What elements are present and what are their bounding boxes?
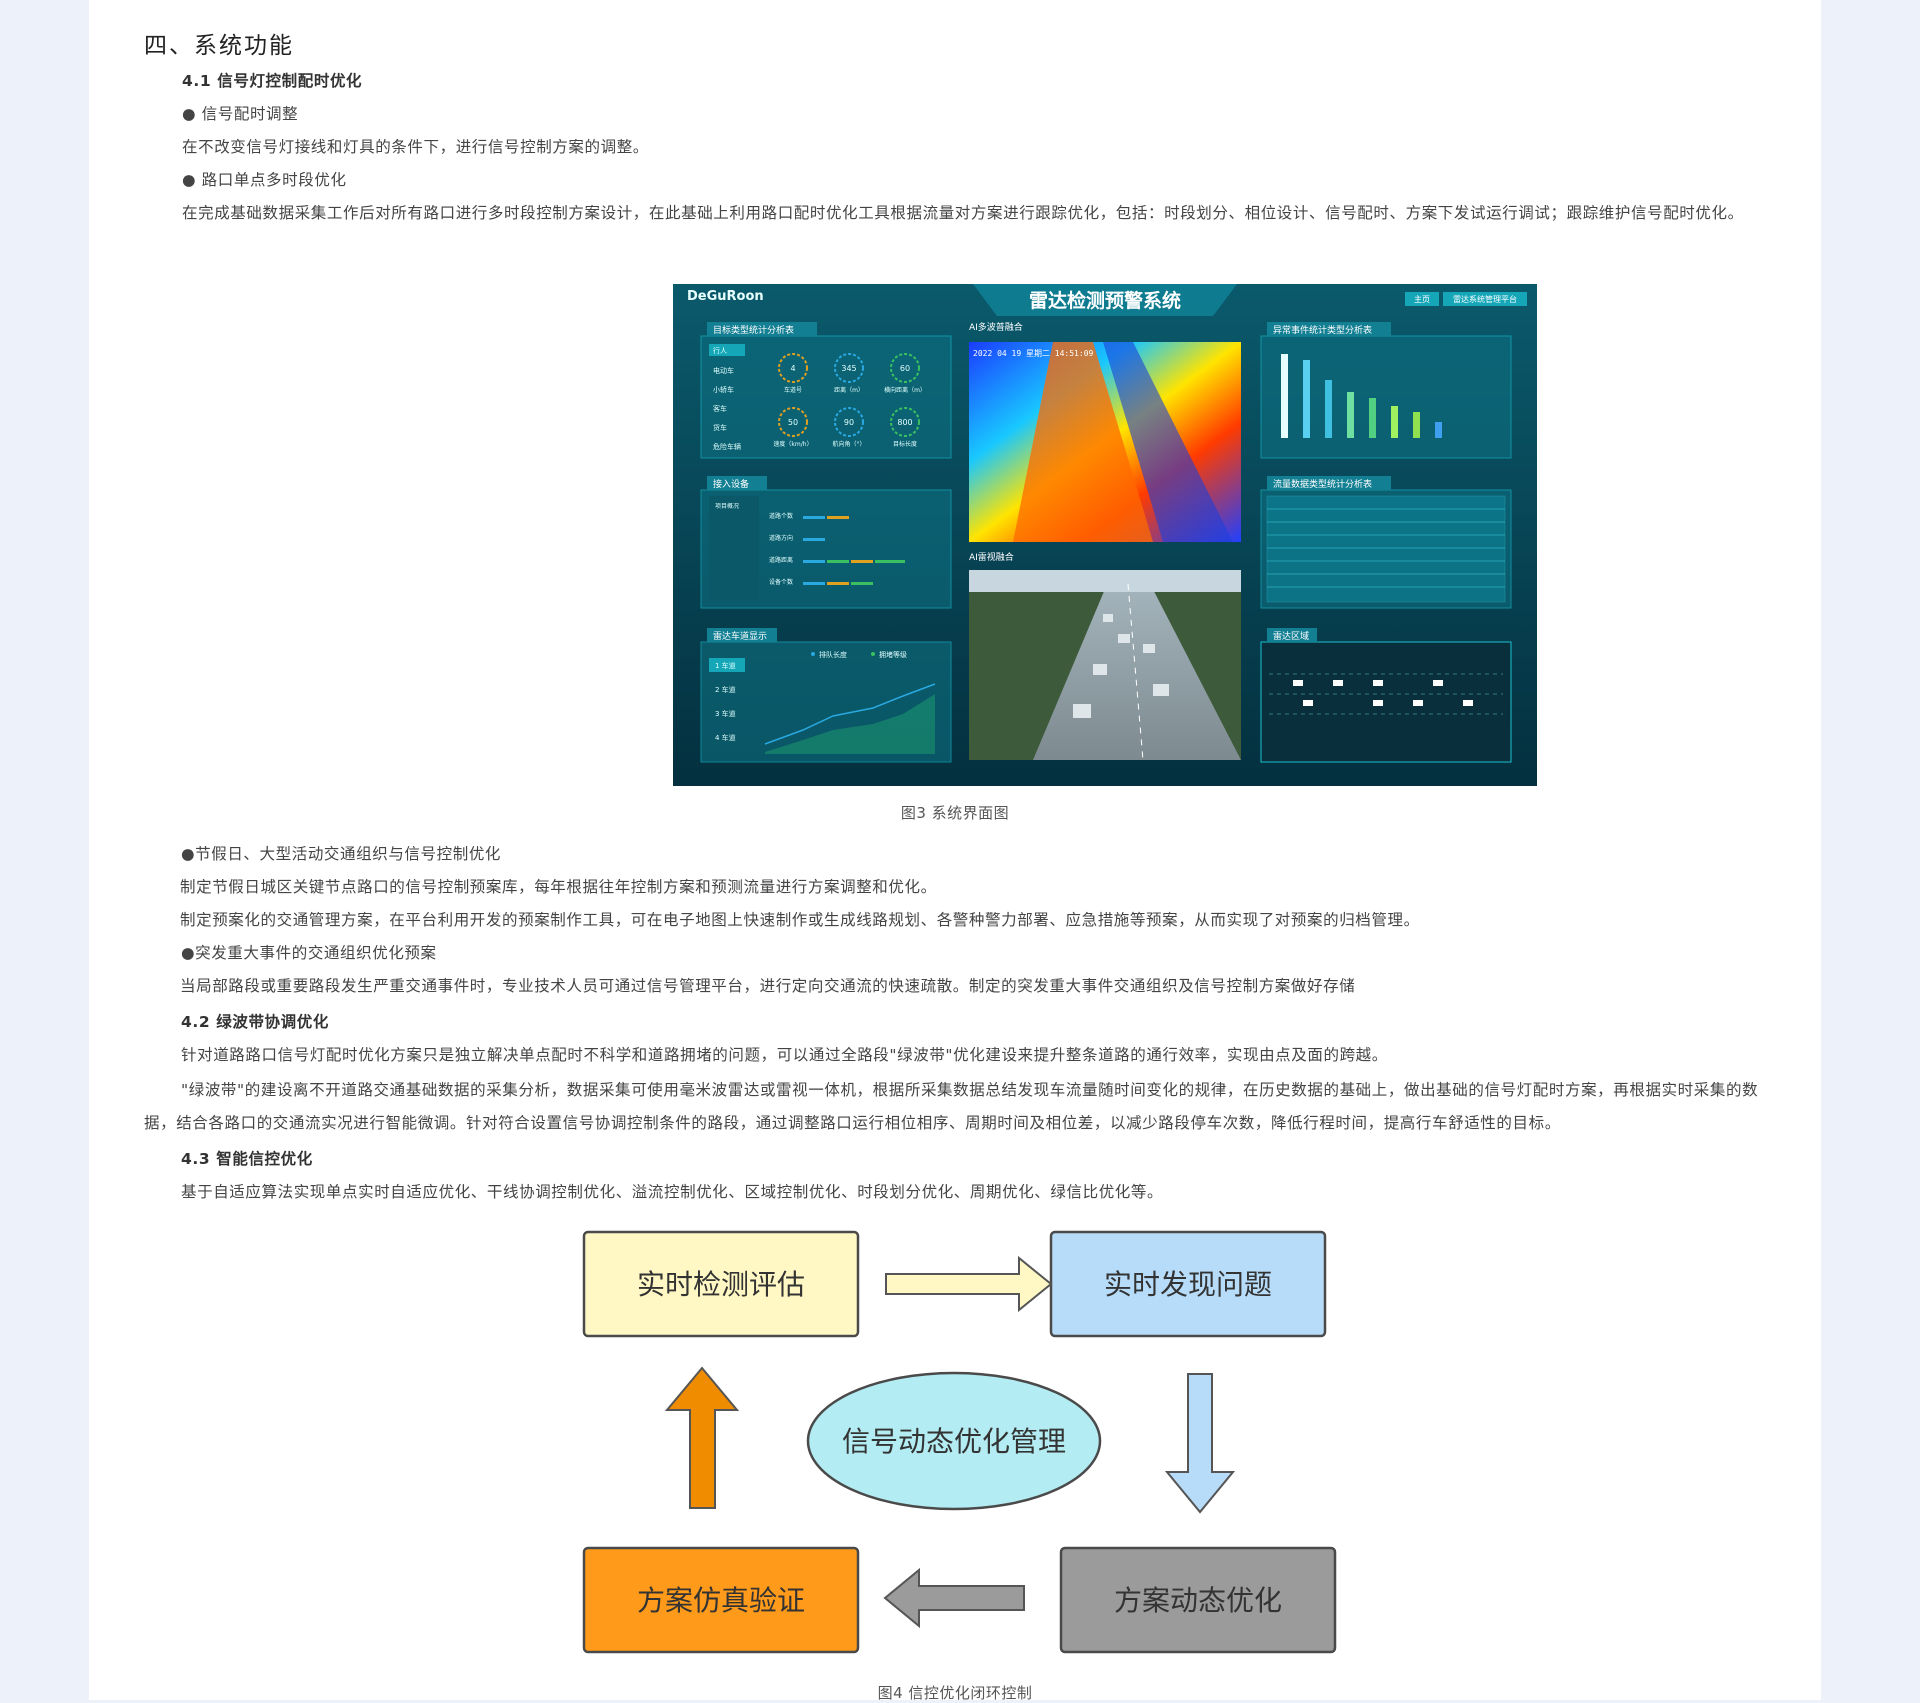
document-page: 四、系统功能 4.1 信号灯控制配时优化 ● 信号配时调整 在不改变信号灯接线和… [89,0,1821,1702]
gauge-label: 航向角（°） [832,440,865,448]
logo: DeGuRoon [687,289,764,304]
gauge-value: 4 [790,364,795,373]
figure-4-caption: 图4 信控优化闭环控制 [877,1684,1033,1702]
target-type: 危险车辆 [713,442,741,451]
arrow-right [885,1255,1053,1313]
node-center [806,1371,1102,1511]
node-realtime-detection-label: 实时检测评估 [637,1268,805,1301]
node-find-problem-label: 实时发现问题 [1104,1268,1272,1301]
home-button[interactable]: 主页 [1414,294,1430,304]
paragraph: 在完成基础数据采集工作后对所有路口进行多时段控制方案设计，在此基础上利用路口配时… [182,204,1744,222]
gauge-label: 速度（km/h） [773,440,812,448]
node-simulation-label: 方案仿真验证 [637,1584,805,1617]
gauge-label: 车道号 [784,386,802,394]
bullet-emergency: ●突发重大事件的交通组织优化预案 [181,944,437,962]
gauge-value: 90 [844,418,854,427]
arrow-up [664,1366,740,1509]
subsection-4-2-title: 4.2 绿波带协调优化 [181,1013,329,1031]
legend-queue: 排队长度 [819,650,847,659]
bullet-signal-timing: ● 信号配时调整 [182,105,299,123]
lane-label: 1 车道 [715,661,736,670]
node-realtime-detection [582,1230,860,1338]
node-center-label: 信号动态优化管理 [842,1425,1066,1458]
gauge-label: 目标长度 [893,440,917,448]
legend-congestion: 拥堵等级 [879,650,907,659]
node-simulation [582,1546,860,1654]
platform-button[interactable]: 雷达系统管理平台 [1453,294,1517,304]
panel-radar-title: 雷达区域 [1273,630,1309,642]
panel-abnormal-title: 异常事件统计类型分析表 [1273,324,1372,336]
target-type: 小轿车 [713,385,734,394]
node-dynamic-optimize [1059,1546,1337,1654]
access-row: 道路个数 [769,512,793,520]
gauge-value: 345 [841,364,856,373]
access-row: 设备个数 [769,578,793,586]
gauge-value: 800 [897,418,912,427]
lane-label: 4 车道 [715,733,736,742]
paragraph: 基于自适应算法实现单点实时自适应优化、干线协调控制优化、溢流控制优化、区域控制优… [181,1183,1164,1201]
gauge-label: 横向距离（m） [884,386,926,394]
paragraph: 制定节假日城区关键节点路口的信号控制预案库，每年根据往年控制方案和预测流量进行方… [180,878,937,896]
system-screenshot-graphic: DeGuRoon 雷达检测预警系统 主页 雷达系统管理平台 目标类型统计分析表 … [673,284,1537,786]
bullet-multi-period: ● 路口单点多时段优化 [182,171,347,189]
panel-lane-title: 雷达车道显示 [713,630,767,642]
access-row: 道路方向 [769,534,793,542]
gauge-label: 距离（m） [834,386,864,394]
section-heading: 四、系统功能 [144,33,294,59]
paragraph: 当局部路段或重要路段发生严重交通事件时，专业技术人员可通过信号管理平台，进行定向… [180,977,1356,995]
panel-target-title: 目标类型统计分析表 [713,324,794,336]
thermal-timestamp: 2022 04 19 星期二 14:51:09 [973,349,1094,358]
gauge-value: 60 [900,364,910,373]
arrow-left [883,1567,1025,1629]
subsection-4-3-title: 4.3 智能信控优化 [181,1150,313,1168]
closed-loop-diagram: 实时检测评估 实时发现问题 信号动态优化管理 方案仿真验证 方案动态优化 [144,1222,1766,1682]
node-dynamic-optimize-label: 方案动态优化 [1114,1584,1282,1617]
gauge-value: 50 [788,418,798,427]
target-type: 电动车 [713,366,734,375]
bullet-holiday: ●节假日、大型活动交通组织与信号控制优化 [181,845,502,863]
target-type: 行人 [713,346,727,355]
paragraph: 制定预案化的交通管理方案，在平台利用开发的预案制作工具，可在电子地图上快速制作或… [180,911,1420,929]
panel-access-title: 接入设备 [713,478,749,490]
arrow-down [1164,1373,1236,1514]
figure-3-caption: 图3 系统界面图 [900,804,1010,822]
paragraph: "绿波带"的建设离不开道路交通基础数据的采集分析，数据采集可使用毫米波雷达或雷视… [144,1081,1759,1132]
system-screenshot: DeGuRoon 雷达检测预警系统 主页 雷达系统管理平台 目标类型统计分析表 … [673,284,1537,786]
lane-label: 3 车道 [715,709,736,718]
paragraph: 针对道路路口信号灯配时优化方案只是独立解决单点配时不科学和道路拥堵的问题，可以通… [181,1046,1388,1064]
access-overview: 项目概况 [715,502,739,510]
dashboard-title: 雷达检测预警系统 [1029,289,1181,312]
panel-flow-title: 流量数据类型统计分析表 [1273,478,1372,490]
subsection-4-1-title: 4.1 信号灯控制配时优化 [182,72,363,90]
lane-label: 2 车道 [715,685,736,694]
panel-ai-video-title: AI雷视融合 [969,551,1014,563]
access-row: 道路距离 [769,556,793,564]
panel-ai-fusion-title: AI多波普融合 [969,321,1023,333]
target-type: 客车 [713,404,727,413]
paragraph: 在不改变信号灯接线和灯具的条件下，进行信号控制方案的调整。 [182,138,649,156]
target-type: 货车 [713,423,727,432]
